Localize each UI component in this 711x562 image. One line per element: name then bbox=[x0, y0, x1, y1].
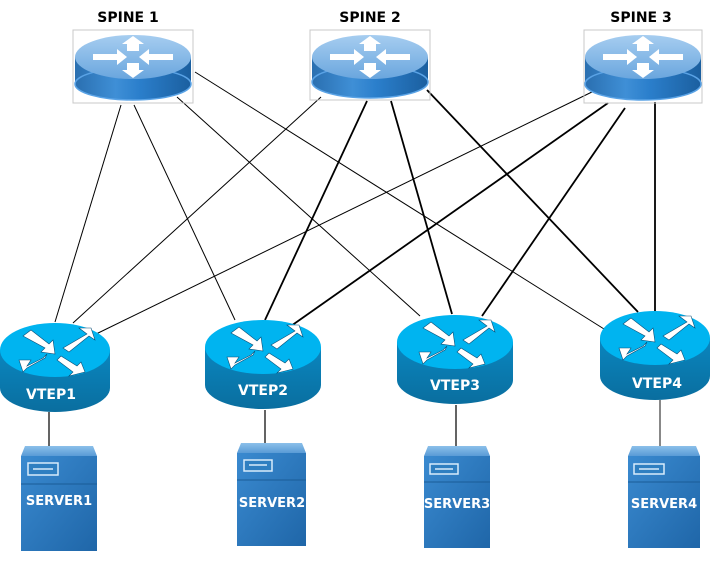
spine-3-frame bbox=[583, 29, 703, 104]
vtep-3[interactable]: VTEP3 bbox=[397, 315, 513, 404]
link-spine2-vtep3 bbox=[390, 100, 453, 315]
vtep-1-label: VTEP1 bbox=[26, 387, 76, 403]
spine-3-label: SPINE 3 bbox=[610, 10, 671, 26]
link-spine1-vtep1 bbox=[54, 104, 122, 323]
vtep-arrows-icon bbox=[226, 324, 304, 374]
server-1-top bbox=[21, 446, 97, 456]
router-arrows-icon bbox=[603, 36, 683, 78]
server-4-top bbox=[628, 446, 700, 456]
link-spine2-vtep1 bbox=[72, 96, 322, 324]
vtep-1-top bbox=[0, 323, 110, 377]
vtep-3-top bbox=[397, 315, 513, 369]
router-arrows-icon bbox=[330, 36, 410, 78]
link-spine3-vtep3 bbox=[481, 107, 626, 317]
vtep-4-label: VTEP4 bbox=[632, 376, 682, 392]
spine-1-frame bbox=[72, 29, 194, 104]
vtep-4[interactable]: VTEP4 bbox=[600, 311, 710, 400]
server-4-label: SERVER4 bbox=[631, 497, 697, 512]
link-spine1-vtep2 bbox=[133, 104, 236, 321]
vtep-1[interactable]: VTEP1 bbox=[0, 323, 110, 412]
server-1[interactable]: SERVER1 bbox=[21, 446, 97, 551]
link-spine1-vtep4 bbox=[194, 71, 613, 335]
vtep-arrows-icon bbox=[618, 315, 696, 365]
spine-1-label: SPINE 1 bbox=[97, 10, 158, 26]
server-2-label: SERVER2 bbox=[239, 496, 305, 511]
vtep-arrows-icon bbox=[18, 327, 96, 377]
vtep-2-top bbox=[205, 320, 321, 374]
vtep-2[interactable]: VTEP2 bbox=[205, 320, 321, 409]
server-4[interactable]: SERVER4 bbox=[628, 446, 700, 548]
spine-2-frame bbox=[309, 29, 431, 101]
spine-2-label: SPINE 2 bbox=[339, 10, 400, 26]
server-2[interactable]: SERVER2 bbox=[237, 443, 306, 546]
vtep-arrows-icon bbox=[418, 319, 496, 369]
server-3[interactable]: SERVER3 bbox=[424, 446, 490, 548]
vtep-2-label: VTEP2 bbox=[238, 383, 288, 399]
link-spine3-vtep1 bbox=[91, 89, 597, 337]
router-arrows-icon bbox=[93, 36, 173, 78]
link-spine3-vtep2 bbox=[290, 102, 609, 327]
server-3-top bbox=[424, 446, 490, 456]
spine-3[interactable] bbox=[583, 29, 703, 104]
links-layer bbox=[54, 71, 656, 337]
server-2-top bbox=[237, 443, 306, 453]
server-1-label: SERVER1 bbox=[26, 494, 92, 509]
link-spine2-vtep4 bbox=[426, 89, 639, 313]
spine-1[interactable] bbox=[72, 29, 194, 104]
link-spine2-vtep2 bbox=[264, 100, 368, 321]
spine-2[interactable] bbox=[309, 29, 431, 101]
link-spine1-vtep3 bbox=[176, 96, 421, 317]
server-3-label: SERVER3 bbox=[424, 497, 490, 512]
spine-2-top bbox=[312, 35, 428, 79]
vtep-4-top bbox=[600, 311, 710, 365]
spine-3-top bbox=[585, 35, 701, 79]
spine-1-top bbox=[75, 35, 191, 79]
vtep-3-label: VTEP3 bbox=[430, 378, 480, 394]
server-links-layer bbox=[48, 400, 661, 447]
